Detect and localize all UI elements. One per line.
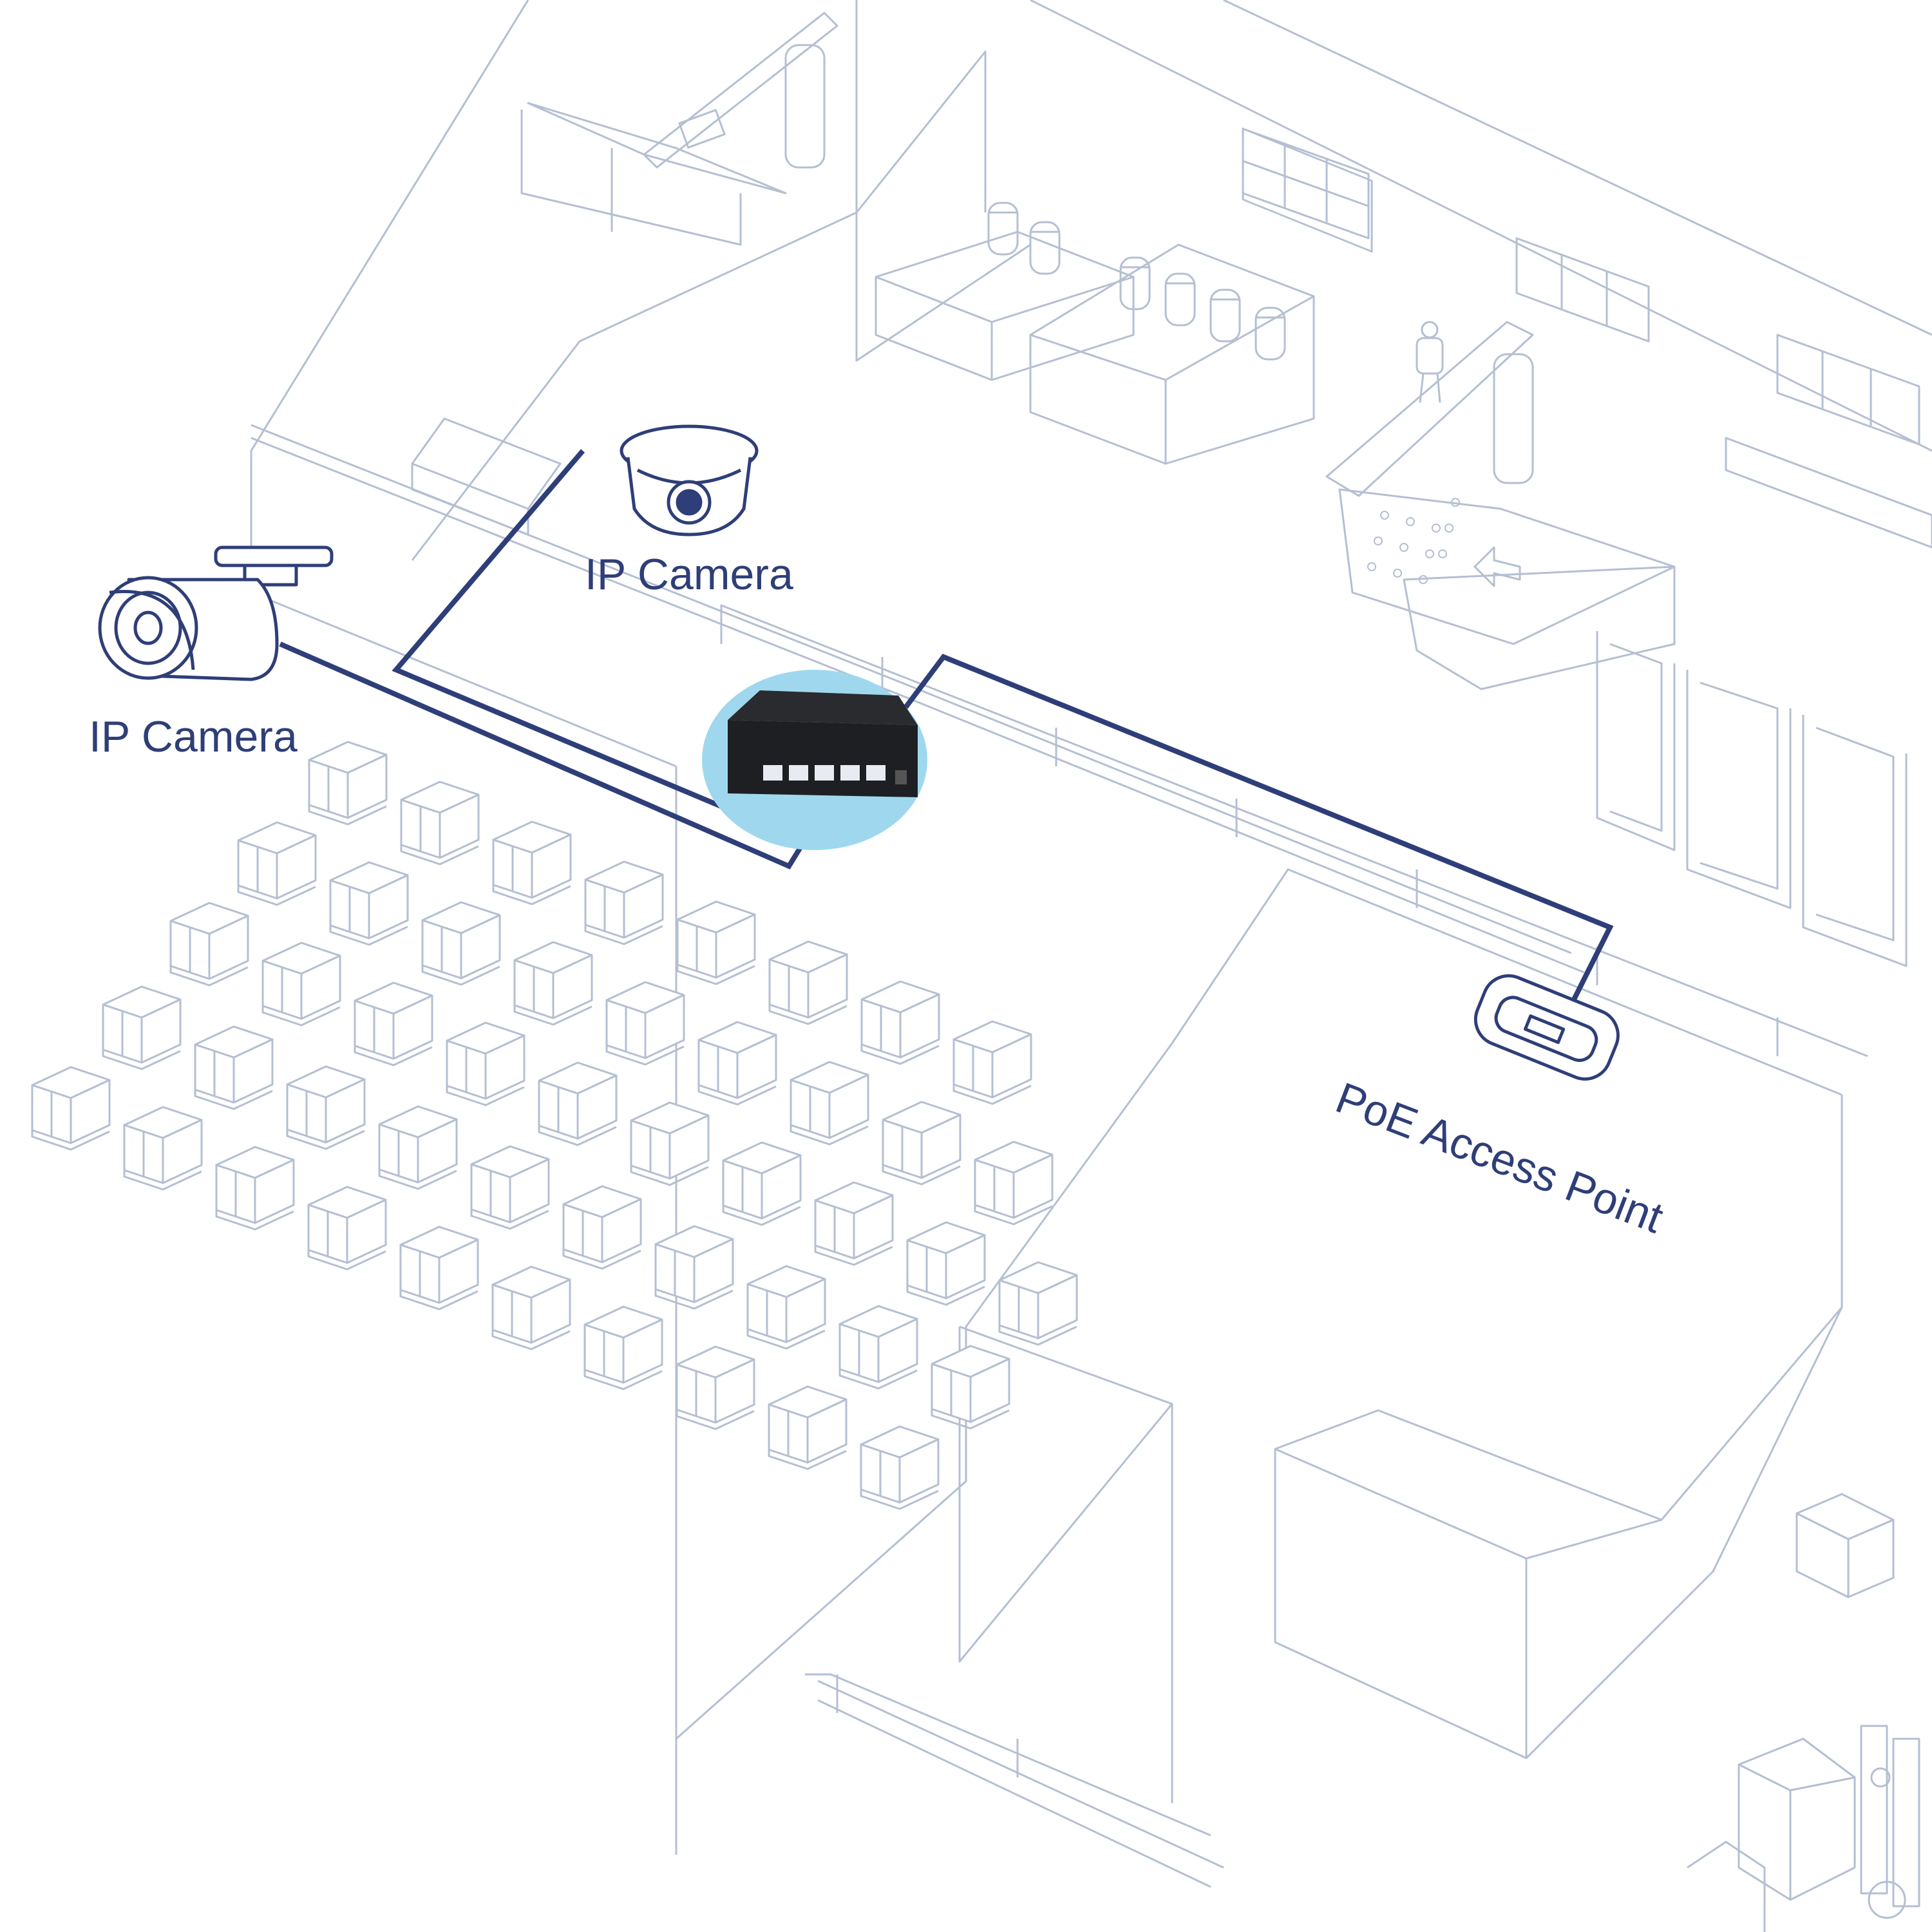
pallet-crate bbox=[790, 1061, 869, 1146]
pallet-crate bbox=[354, 981, 433, 1066]
pallet-crate bbox=[399, 1226, 479, 1311]
window-2 bbox=[1515, 237, 1650, 343]
pallet-crate bbox=[169, 902, 249, 987]
dome-camera-label: IP Camera bbox=[585, 550, 793, 599]
pallet-crate bbox=[491, 1265, 571, 1350]
lower-railing bbox=[805, 1673, 1211, 1837]
pallet-crate bbox=[722, 1141, 802, 1226]
poe-switch-icon bbox=[702, 670, 927, 850]
switch-power-port bbox=[895, 770, 907, 784]
bullet-camera-label: IP Camera bbox=[89, 712, 298, 761]
right-rack bbox=[1596, 631, 1676, 851]
conveyor-belt bbox=[1403, 565, 1676, 690]
pallet-rows bbox=[31, 741, 1078, 1510]
conveyor-top-left bbox=[527, 102, 787, 194]
pallet-crate bbox=[814, 1181, 894, 1266]
pallet-crate bbox=[492, 820, 572, 905]
pallet-crate bbox=[583, 1305, 663, 1390]
office-right bbox=[1660, 1095, 1843, 1520]
pallet-crate bbox=[584, 860, 664, 945]
pallet-crate bbox=[998, 1261, 1078, 1346]
pallet-crate bbox=[102, 985, 182, 1070]
switch-ports bbox=[763, 765, 886, 781]
pallet-crate bbox=[538, 1061, 618, 1146]
forklift bbox=[1687, 1725, 1920, 1932]
pallet-crate bbox=[931, 1345, 1010, 1430]
floor-arrow bbox=[1473, 546, 1521, 587]
roller-dots bbox=[1367, 498, 1460, 584]
pallet-crate bbox=[470, 1145, 550, 1230]
pallet-crate bbox=[513, 941, 593, 1026]
pallet-crate bbox=[676, 900, 756, 985]
pallet-crate bbox=[630, 1101, 710, 1186]
pallet-crate bbox=[378, 1105, 458, 1190]
pallet-crate bbox=[31, 1066, 111, 1151]
access-point-icon bbox=[1473, 974, 1620, 1081]
pallet-crate bbox=[838, 1305, 918, 1390]
pallet-crate bbox=[746, 1265, 826, 1350]
pallet-crate bbox=[421, 901, 501, 986]
left-partition bbox=[250, 0, 677, 768]
robot-arm-post bbox=[1493, 353, 1534, 484]
pallet-crate bbox=[194, 1025, 274, 1110]
pallet-crate bbox=[329, 861, 409, 946]
roller-conveyor bbox=[1338, 488, 1676, 645]
pallet-crate bbox=[400, 781, 480, 866]
partition-wall bbox=[251, 437, 1585, 974]
building-outer-wall bbox=[855, 0, 987, 214]
window-3 bbox=[1776, 334, 1920, 446]
pallet-crate bbox=[605, 981, 685, 1066]
inner-room-top bbox=[959, 1325, 1173, 1405]
pallet-crate bbox=[882, 1101, 961, 1186]
lower-wall bbox=[817, 1680, 1224, 1869]
pallet-crate bbox=[974, 1141, 1054, 1226]
rail-bench bbox=[411, 417, 562, 510]
machine-motors bbox=[987, 202, 1286, 361]
inner-wall-b bbox=[411, 211, 857, 561]
switch-top bbox=[728, 690, 918, 725]
pallet-crate bbox=[697, 1021, 777, 1106]
pallet-crate bbox=[237, 821, 317, 906]
robot-arm bbox=[1325, 321, 1534, 497]
pallet-crate bbox=[261, 942, 341, 1027]
floor-edge-3 bbox=[1171, 868, 1842, 1096]
bullet-camera-icon bbox=[98, 545, 334, 681]
lower-wall-2 bbox=[817, 1699, 1211, 1888]
pallet-crate bbox=[768, 940, 848, 1025]
switch-front bbox=[728, 720, 918, 797]
dome-camera-icon bbox=[620, 424, 759, 536]
pallet-crate bbox=[860, 980, 940, 1065]
building-back-wall bbox=[1223, 0, 1932, 336]
pallet-crate bbox=[768, 1385, 848, 1470]
right-gantry bbox=[1725, 437, 1932, 549]
wall-rail bbox=[720, 604, 1868, 1057]
pallet-crate bbox=[286, 1065, 366, 1150]
worker-figure bbox=[1416, 321, 1444, 403]
pallet-crate bbox=[562, 1185, 642, 1270]
warehouse-line-art bbox=[250, 0, 1932, 1932]
pallet-crate bbox=[215, 1146, 295, 1231]
loose-crate bbox=[1795, 1493, 1895, 1598]
gantry-beam bbox=[643, 12, 838, 169]
right-wall bbox=[1525, 1307, 1843, 1759]
gantry-post bbox=[784, 44, 826, 169]
pallet-crate bbox=[307, 1186, 387, 1271]
pallet-crate bbox=[308, 741, 388, 826]
building-roof-edge bbox=[1030, 0, 1932, 452]
pallet-crate bbox=[446, 1021, 526, 1106]
inner-wall-a bbox=[855, 213, 1031, 362]
pallet-crate bbox=[952, 1020, 1032, 1105]
office-block bbox=[1274, 1409, 1663, 1759]
pallet-crate bbox=[860, 1425, 940, 1510]
pallet-crate bbox=[676, 1345, 755, 1430]
pallet-crate bbox=[123, 1106, 203, 1191]
pallet-crate bbox=[906, 1221, 986, 1306]
machine-2 bbox=[1029, 243, 1315, 465]
pallet-crate bbox=[654, 1225, 734, 1310]
